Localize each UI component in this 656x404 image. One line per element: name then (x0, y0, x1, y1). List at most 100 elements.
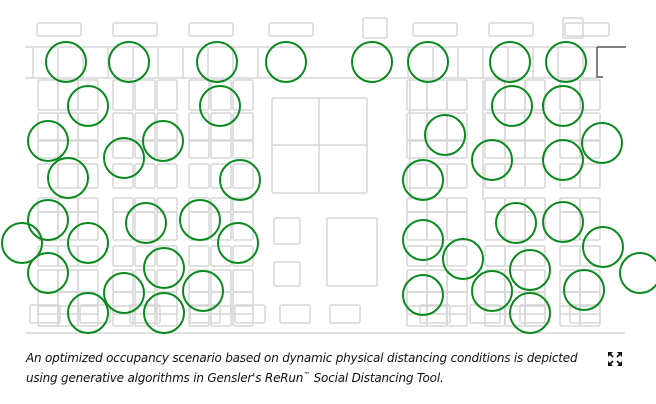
desk (579, 197, 601, 213)
bench (469, 304, 501, 324)
desk (446, 112, 468, 142)
bench (188, 22, 234, 37)
desk (210, 245, 232, 267)
distancing-circle (489, 41, 531, 83)
distancing-circle (495, 202, 537, 244)
bench (362, 17, 388, 39)
desk (446, 211, 468, 241)
desk (57, 163, 79, 189)
desk (112, 79, 134, 111)
desk (188, 112, 210, 142)
distancing-circle (67, 222, 109, 264)
distancing-circle (402, 219, 444, 261)
distancing-circle (563, 269, 605, 311)
distancing-circle (27, 120, 69, 162)
desk (112, 245, 134, 267)
desk (37, 79, 59, 111)
desk (156, 112, 178, 142)
distancing-circle (108, 41, 150, 83)
desk (232, 211, 254, 241)
distancing-circle (471, 139, 513, 181)
desk (37, 139, 59, 159)
desk (484, 163, 506, 189)
distancing-circle (351, 41, 393, 83)
desk (232, 112, 254, 142)
distancing-circle (143, 247, 185, 289)
distancing-circle (265, 41, 307, 83)
trademark-symbol: ™ (303, 371, 311, 379)
desk (446, 139, 468, 159)
desk (426, 291, 448, 315)
desk (504, 112, 526, 142)
desk (134, 163, 156, 189)
distancing-circle (581, 122, 623, 164)
bench (488, 22, 534, 37)
bench (79, 304, 111, 324)
desk (188, 139, 210, 159)
desk (579, 112, 601, 142)
desk (426, 163, 448, 189)
desk (134, 112, 156, 142)
table (273, 261, 301, 287)
desk (559, 269, 581, 293)
desk (446, 197, 468, 213)
distancing-circle (424, 114, 466, 156)
desk (504, 163, 526, 189)
desk (156, 139, 178, 159)
desk (232, 79, 254, 111)
desk (134, 79, 156, 111)
bench (569, 304, 601, 324)
desk (77, 139, 99, 159)
distancing-circle (619, 252, 656, 294)
desk (188, 245, 210, 267)
distancing-circle (27, 252, 69, 294)
desk (210, 139, 232, 159)
distancing-circle (442, 238, 484, 280)
desk (446, 79, 468, 111)
distancing-circle (27, 199, 69, 241)
desk (77, 163, 99, 189)
desk (156, 211, 178, 241)
desk (112, 112, 134, 142)
desk (559, 163, 581, 189)
desk (426, 79, 448, 111)
desk (77, 211, 99, 241)
desk (156, 245, 178, 267)
desk (112, 139, 134, 159)
desk (504, 211, 526, 241)
caption-text: An optimized occupancy scenario based on… (26, 351, 578, 385)
desk (559, 197, 581, 213)
distancing-circle (509, 249, 551, 291)
desk (134, 211, 156, 241)
distancing-circle (125, 202, 167, 244)
expand-arrows-icon[interactable] (607, 351, 623, 367)
floor-plan-diagram (1, 17, 656, 334)
desk (112, 211, 134, 241)
desk (484, 211, 506, 241)
desk (559, 245, 581, 267)
desk (524, 291, 546, 315)
distancing-circle (142, 120, 184, 162)
desk (579, 211, 601, 241)
desk (77, 79, 99, 111)
desk (446, 305, 468, 327)
desk (524, 211, 546, 241)
bench (112, 22, 158, 37)
distancing-circle (143, 292, 185, 334)
distancing-circle (67, 85, 109, 127)
distancing-circle (1, 222, 43, 264)
distancing-circle (542, 201, 584, 243)
desk (77, 305, 99, 327)
distancing-circle (217, 222, 259, 264)
desk (188, 211, 210, 241)
distancing-circle (402, 274, 444, 316)
desk (188, 291, 210, 315)
distancing-circle (67, 292, 109, 334)
desk (524, 79, 546, 111)
desk (112, 305, 134, 327)
distancing-circle (545, 41, 587, 83)
desk (112, 291, 134, 315)
desk (484, 245, 506, 267)
distancing-circle (542, 139, 584, 181)
distancing-circle (509, 292, 551, 334)
